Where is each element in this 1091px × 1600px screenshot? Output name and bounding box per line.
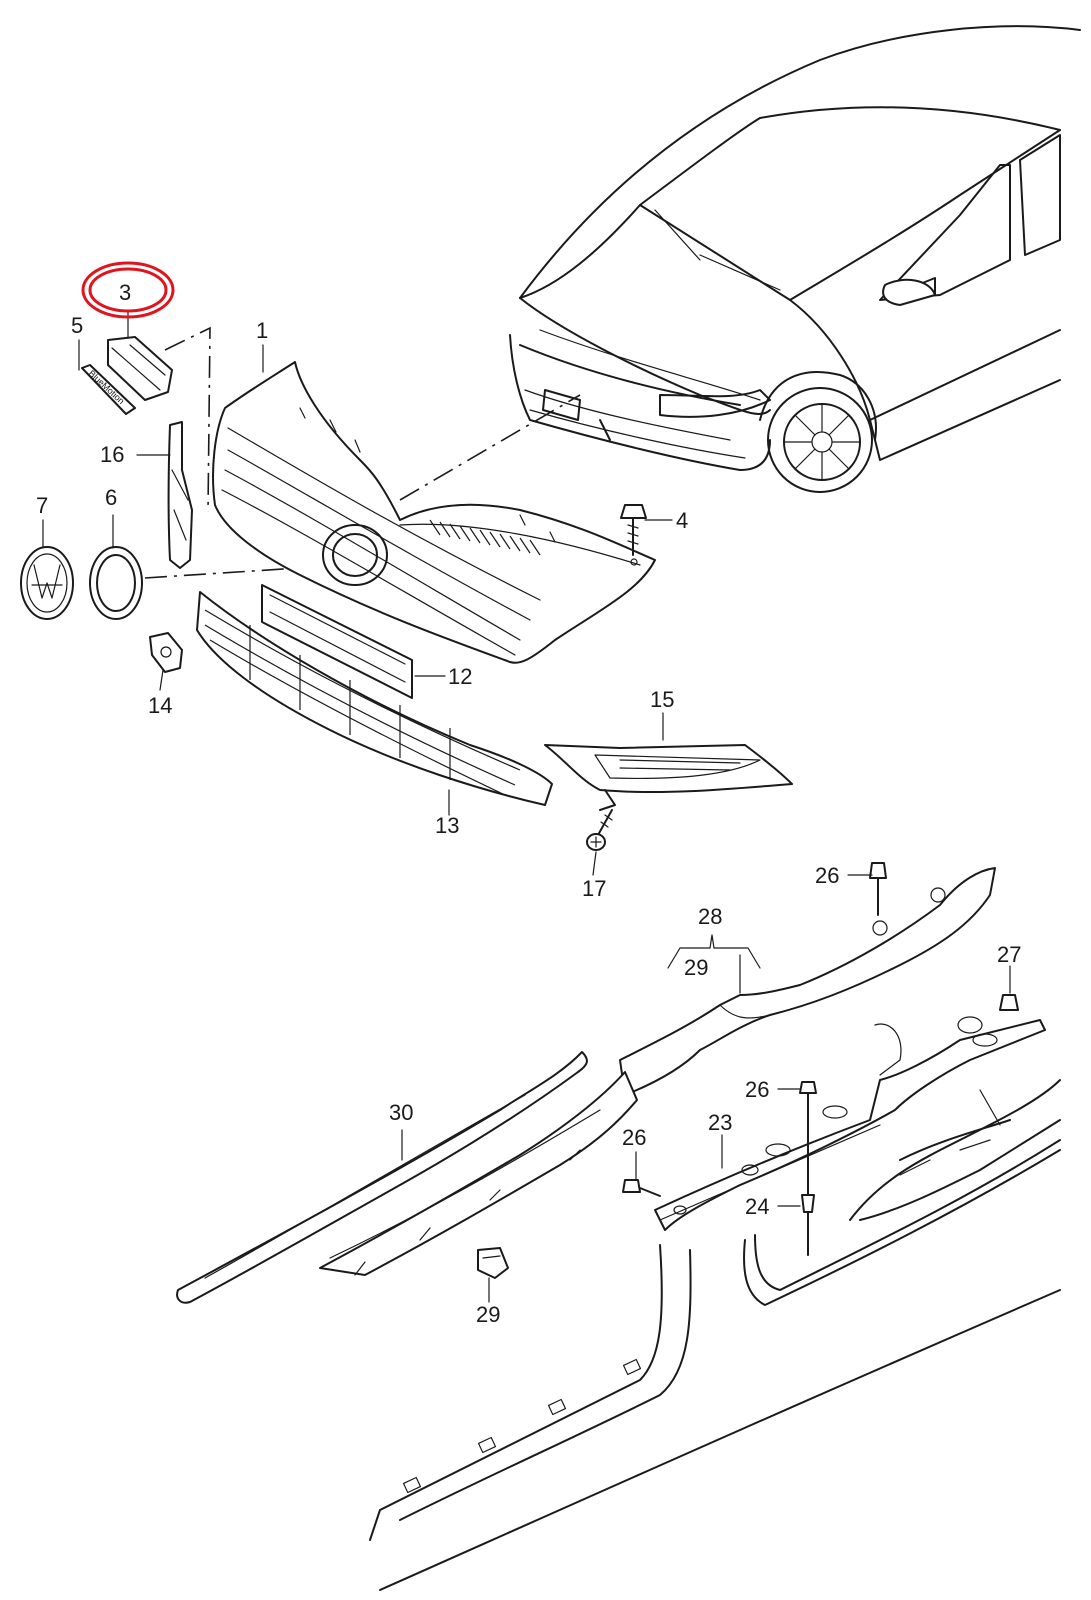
part-12-plate-carrier	[261, 584, 413, 699]
callout-29b[interactable]: 29	[476, 1302, 500, 1327]
part-7-emblem	[20, 546, 74, 620]
part-17-screw	[586, 809, 613, 851]
sill-structure	[176, 862, 1061, 1591]
part-1-upper-grille	[212, 361, 656, 664]
callout-1[interactable]: 1	[256, 318, 268, 343]
callout-29a[interactable]: 29	[684, 955, 708, 980]
callout-26c[interactable]: 26	[622, 1125, 646, 1150]
callout-27[interactable]: 27	[997, 942, 1021, 967]
part-3-badge-mount	[107, 336, 173, 401]
callout-15[interactable]: 15	[650, 687, 674, 712]
callout-26b[interactable]: 26	[745, 1077, 769, 1102]
callout-24[interactable]: 24	[745, 1194, 769, 1219]
callout-12[interactable]: 12	[448, 664, 472, 689]
part-16-bracket	[167, 421, 193, 569]
callout-6[interactable]: 6	[105, 485, 117, 510]
callout-leaders	[42, 309, 1011, 1303]
callout-16[interactable]: 16	[100, 442, 124, 467]
part-13-lower-grille	[196, 591, 553, 806]
callout-30[interactable]: 30	[389, 1100, 413, 1125]
part-14-clip	[149, 632, 183, 673]
highlight-ring-inner	[88, 267, 168, 313]
part-15-side-trim	[544, 744, 793, 811]
callout-23[interactable]: 23	[708, 1110, 732, 1135]
part-6-emblem-ring	[89, 546, 143, 620]
callout-28[interactable]: 28	[698, 904, 722, 929]
callout-5[interactable]: 5	[71, 313, 83, 338]
highlight-marker	[81, 261, 175, 319]
callout-3[interactable]: 3	[119, 280, 131, 305]
callout-17[interactable]: 17	[582, 876, 606, 901]
car-illustration	[509, 25, 1081, 493]
callout-numbers: 1 3 4 5 6 7 12 13 14 15 16 17 23 24 26 2…	[36, 280, 1021, 1327]
part-4-screw	[620, 504, 647, 566]
highlight-ring-outer	[81, 261, 175, 319]
callout-14[interactable]: 14	[148, 693, 172, 718]
callout-13[interactable]: 13	[435, 813, 459, 838]
callout-7[interactable]: 7	[36, 493, 48, 518]
callout-4[interactable]: 4	[676, 508, 688, 533]
callout-26a[interactable]: 26	[815, 863, 839, 888]
